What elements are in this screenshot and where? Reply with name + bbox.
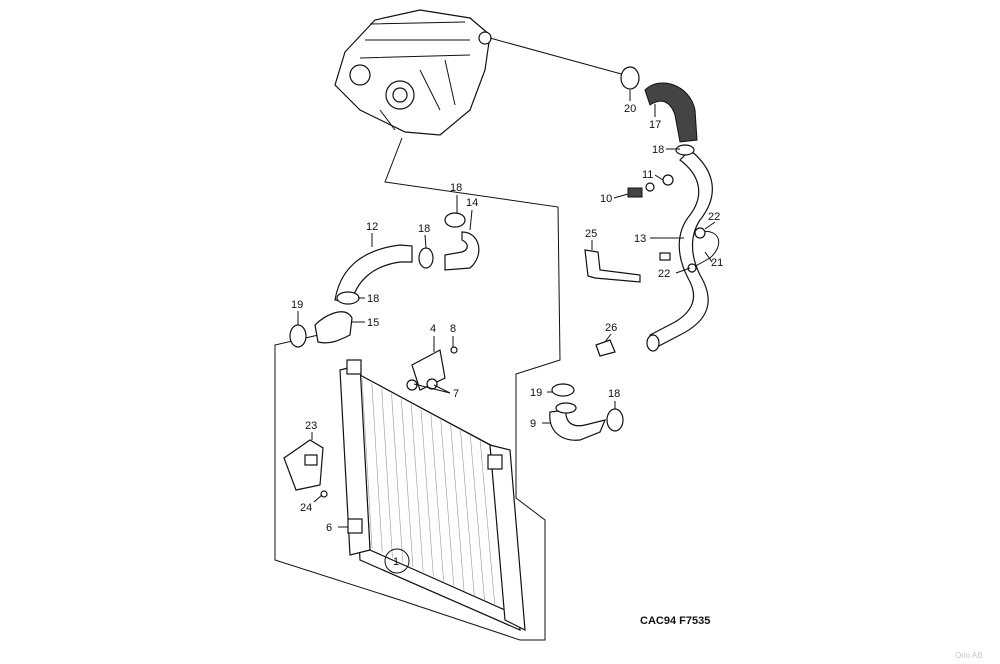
callout-18-b: 18	[450, 182, 462, 194]
core-line	[479, 440, 496, 606]
sensor-10	[627, 187, 643, 198]
callout-1-circle	[384, 548, 410, 574]
callout-11: 11	[642, 169, 653, 181]
core-line	[440, 419, 455, 587]
callout-18-e: 18	[608, 388, 620, 400]
callout-7: 7	[453, 388, 459, 400]
pipe-13	[649, 149, 713, 349]
core-line	[410, 404, 424, 572]
core-line	[381, 388, 393, 558]
callout-23: 23	[305, 420, 317, 432]
core-line	[361, 377, 373, 549]
callout-8: 8	[450, 323, 456, 335]
drawing-code: CAC94 F7535	[640, 615, 710, 627]
callout-24: 24	[300, 502, 312, 514]
clip-26	[595, 339, 616, 357]
leader-lines	[297, 90, 716, 528]
bracket-25	[584, 249, 641, 283]
core-line	[460, 430, 475, 596]
group-outline	[274, 137, 561, 641]
core-line	[470, 435, 485, 601]
callout-18-a: 18	[652, 144, 664, 156]
bracket-4	[411, 349, 446, 391]
nut-6	[347, 518, 363, 534]
charge-pipe-12	[334, 244, 413, 303]
callout-10: 10	[600, 193, 612, 205]
engine-illustration	[334, 9, 492, 136]
callout-1: 1	[393, 556, 399, 568]
core-line	[371, 383, 383, 553]
leader-engine-20	[489, 37, 626, 76]
callout-17: 17	[649, 119, 661, 131]
callout-22-a: 22	[708, 211, 720, 223]
bracket-23	[283, 439, 324, 491]
core-line	[450, 425, 465, 591]
callout-12: 12	[366, 221, 378, 233]
core-line	[391, 393, 403, 563]
hose-14	[444, 231, 480, 271]
callout-labels: 20 17 18 11 10 22 13 25 21 22 26 19 18 9…	[291, 103, 723, 574]
core-line	[401, 398, 414, 568]
callout-15: 15	[367, 317, 379, 329]
callout-22-b: 22	[658, 268, 670, 280]
hose-9	[549, 409, 607, 441]
callout-19-a: 19	[291, 299, 303, 311]
core-line	[420, 409, 434, 577]
callout-13: 13	[634, 233, 646, 245]
callout-9: 9	[530, 418, 536, 430]
hose-15	[314, 311, 353, 344]
callout-14: 14	[466, 197, 478, 209]
callout-20: 20	[624, 103, 636, 115]
callout-4: 4	[430, 323, 436, 335]
callout-18-d: 18	[367, 293, 379, 305]
callout-21: 21	[711, 257, 723, 269]
callout-26: 26	[605, 322, 617, 334]
callout-6: 6	[326, 522, 332, 534]
intercooler	[339, 359, 526, 632]
hose-21	[691, 230, 720, 269]
callout-25: 25	[585, 228, 597, 240]
callout-19-b: 19	[530, 387, 542, 399]
callout-18-c: 18	[418, 223, 430, 235]
core-line	[430, 414, 444, 582]
watermark: Orio AB	[955, 651, 983, 660]
hose-17	[644, 82, 698, 143]
